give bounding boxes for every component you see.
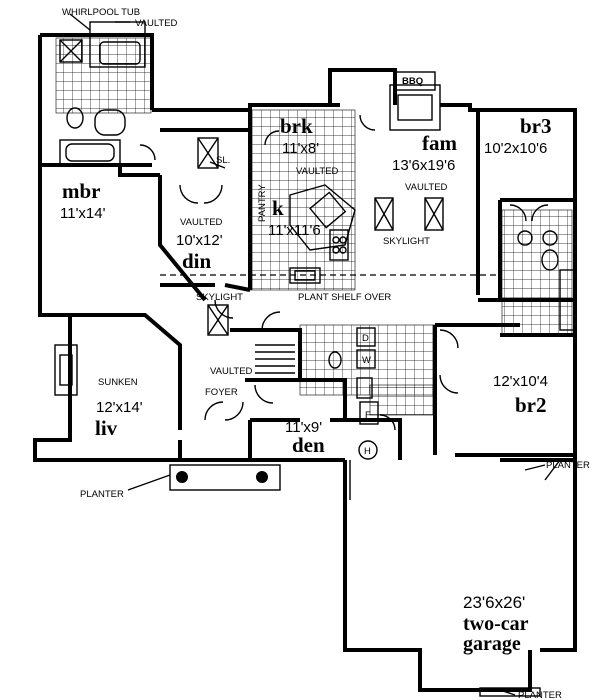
den-dim: 11'x9'	[285, 419, 322, 436]
br3-name: br3	[520, 114, 552, 138]
bbq-label: BBQ	[402, 76, 423, 87]
f-label: F	[365, 410, 371, 421]
liv-dim: 12'x14'	[96, 399, 143, 416]
brk-name: brk	[280, 114, 313, 138]
liv-name: liv	[95, 416, 118, 440]
doors	[139, 114, 561, 481]
vaulted-fam-label: VAULTED	[405, 182, 448, 193]
room-labels: WHIRLPOOL TUB VAULTED brk 11'x8' VAULTED…	[60, 7, 590, 700]
br2-name: br2	[515, 393, 547, 417]
mbr-dim: 11'x14'	[60, 205, 106, 222]
mbr-name: mbr	[62, 179, 101, 203]
k-name: k	[272, 196, 284, 220]
vaulted-top-label: VAULTED	[135, 18, 178, 29]
br3-dim: 10'2x10'6	[484, 140, 547, 157]
br2-dim: 12'x10'4	[493, 373, 548, 390]
d-label: D	[362, 333, 369, 344]
foyer-label: FOYER	[205, 387, 238, 398]
skylight-foyer-label: SKYLIGHT	[196, 292, 243, 303]
h-label: H	[364, 446, 371, 457]
skylight-fam-label: SKYLIGHT	[383, 236, 430, 247]
brk-dim: 11'x8'	[282, 140, 319, 157]
planter-bottom-label: PLANTER	[518, 690, 562, 700]
pantry-label: PANTRY	[257, 184, 268, 222]
w-label: W	[362, 355, 371, 366]
vaulted-brk-label: VAULTED	[296, 166, 339, 177]
planter-right-label: PLANTER	[546, 460, 590, 471]
fixtures	[54, 21, 576, 697]
whirlpool-tub-label: WHIRLPOOL TUB	[62, 7, 140, 18]
din-name: din	[182, 249, 212, 273]
leader-lines	[69, 13, 546, 696]
sunken-label: SUNKEN	[98, 377, 138, 388]
plant-shelf-label: PLANT SHELF OVER	[298, 292, 391, 303]
interior-walls	[40, 110, 575, 460]
vaulted-din-label: VAULTED	[180, 217, 223, 228]
fam-dim: 13'6x19'6	[392, 157, 455, 174]
den-name: den	[292, 433, 325, 457]
garage-name-line1: two-car	[463, 613, 529, 635]
vaulted-foyer-label: VAULTED	[210, 366, 253, 377]
k-dim: 11'x11'6	[268, 222, 321, 239]
planter-left-label: PLANTER	[80, 489, 124, 500]
fam-name: fam	[422, 131, 457, 155]
din-dim: 10'x12'	[176, 232, 223, 249]
sl-label: SL.	[216, 155, 230, 166]
garage-dim: 23'6x26'	[463, 593, 525, 612]
garage-name-line2: garage	[463, 633, 521, 655]
